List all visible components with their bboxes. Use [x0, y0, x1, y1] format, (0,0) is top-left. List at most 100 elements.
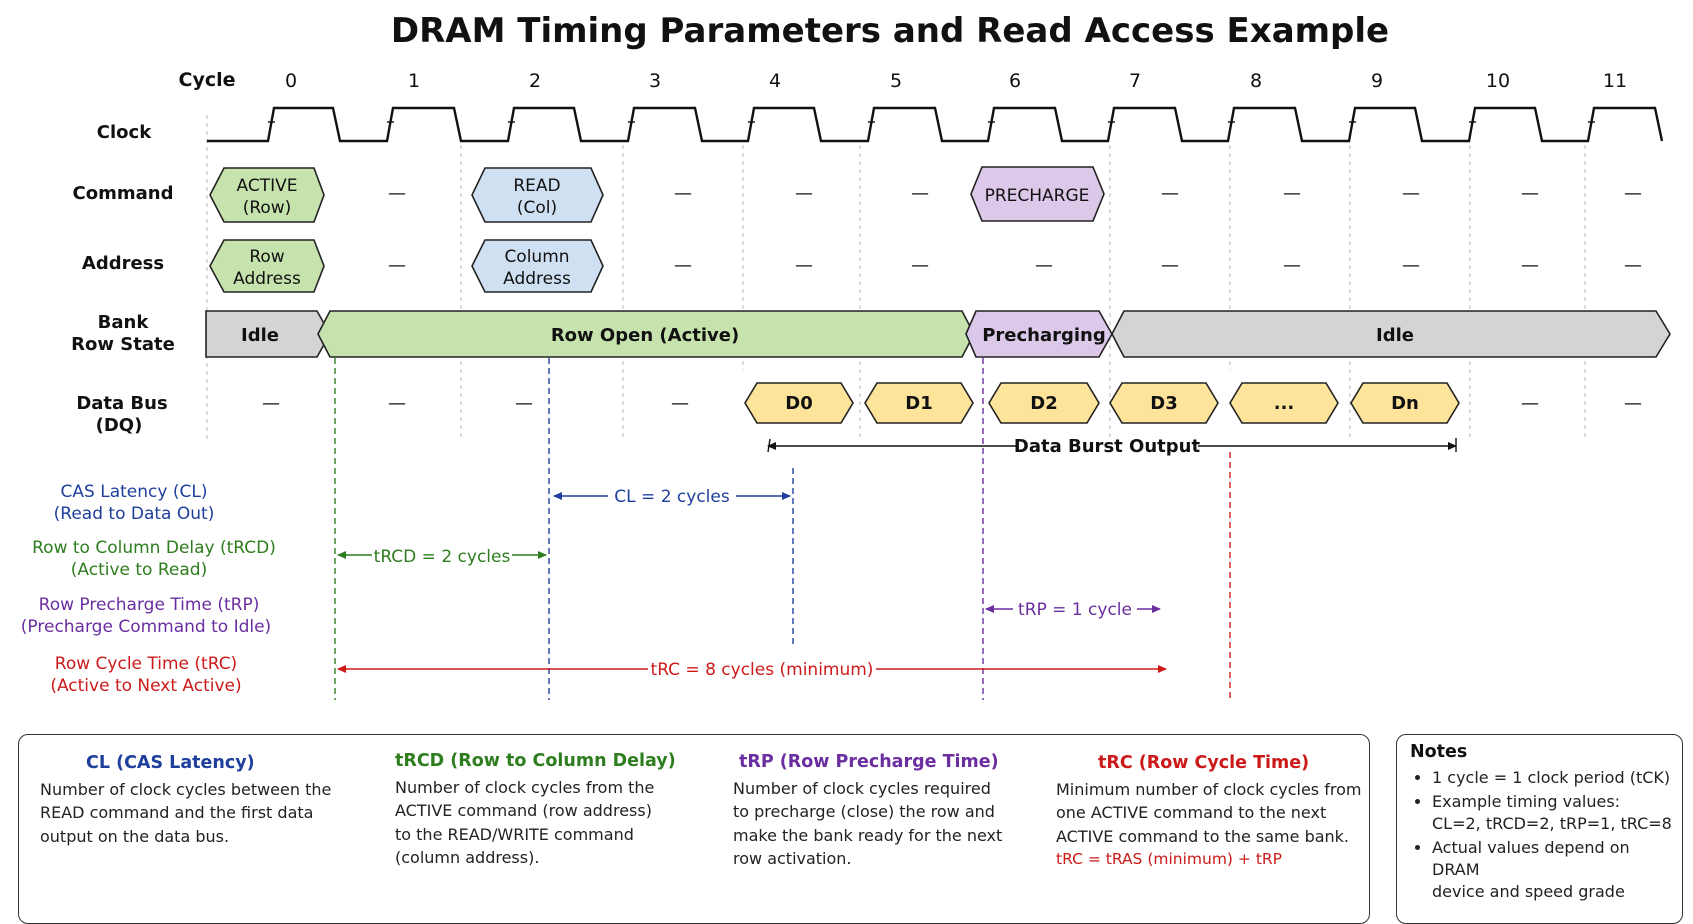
cycle-number: 0	[285, 70, 297, 92]
command-dash: —	[674, 183, 692, 204]
address-dash: —	[1035, 255, 1053, 276]
cycle-numbers: 0 1 2 3 4 5 6 7 8 9 10 11	[285, 70, 1627, 92]
definition-trc-line: one ACTIVE command to the next	[1056, 803, 1327, 822]
data-burst-d3: D3	[1109, 382, 1219, 424]
definition-cl-line: output on the data bus.	[40, 826, 230, 846]
definition-trcd-title: tRCD (Row to Column Delay)	[395, 751, 676, 771]
row-label-clock: Clock	[97, 122, 152, 143]
param-trcd-title: Row to Column Delay (tRCD)	[32, 538, 276, 558]
data-dash: —	[1624, 393, 1642, 414]
data-dash: —	[388, 393, 406, 414]
command-active-pill: ACTIVE (Row)	[209, 167, 325, 223]
address-column-pill: Column Address	[471, 239, 604, 293]
cycle-number: 1	[408, 70, 420, 92]
definition-trc-line: ACTIVE command to the same bank.	[1056, 826, 1350, 846]
timing-reference-lines	[334, 358, 1231, 700]
data-dash: —	[671, 393, 689, 414]
definition-cl-line: Number of clock cycles between the	[40, 779, 332, 799]
cycle-number: 4	[769, 70, 781, 92]
notes-title: Notes	[1410, 742, 1468, 762]
cl-annotation: CL = 2 cycles	[553, 487, 791, 507]
command-read-label: READ	[513, 176, 560, 196]
definition-trp-line: to precharge (close) the row and	[733, 802, 995, 821]
data-dash: —	[515, 393, 533, 414]
command-active-sublabel: (Row)	[243, 198, 292, 218]
command-dash: —	[1624, 183, 1642, 204]
definition-trcd-line: (column address).	[395, 848, 540, 867]
data-dn-label: Dn	[1391, 393, 1419, 414]
definition-trcd: tRCD (Row to Column Delay) Number of clo…	[395, 750, 715, 870]
data-burst-d1: D1	[864, 382, 974, 424]
command-dash: —	[388, 183, 406, 204]
cycle-number: 11	[1603, 70, 1627, 92]
notes-item-text: CL=2, tRCD=2, tRP=1, tRC=8	[1432, 814, 1672, 833]
param-trc-subtitle: (Active to Next Active)	[50, 676, 241, 696]
notes-item: Example timing values: CL=2, tRCD=2, tRP=…	[1432, 791, 1678, 835]
notes-content: Notes 1 cycle = 1 clock period (tCK) Exa…	[1410, 741, 1678, 905]
notes-item-text: 1 cycle = 1 clock period (tCK)	[1432, 768, 1671, 787]
address-dash: —	[1521, 255, 1539, 276]
data-dash: —	[262, 393, 280, 414]
trcd-annotation: tRCD = 2 cycles	[337, 547, 547, 567]
definition-trcd-line: Number of clock cycles from the	[395, 777, 655, 797]
definition-trp-line: make the bank ready for the next	[733, 825, 1003, 845]
definitions-box	[18, 734, 1370, 924]
address-dash: —	[1402, 255, 1420, 276]
definition-trcd-line: ACTIVE command (row address)	[395, 801, 652, 820]
bank-idle2-label: Idle	[1376, 325, 1414, 346]
param-trp-title: Row Precharge Time (tRP)	[39, 595, 260, 615]
cycle-number: 8	[1250, 70, 1262, 92]
cycle-number: 9	[1371, 70, 1383, 92]
param-cl-subtitle: (Read to Data Out)	[54, 504, 215, 524]
cycle-number: 3	[649, 70, 661, 92]
notes-item-text: Example timing values:	[1432, 792, 1621, 811]
data-d0-label: D0	[785, 393, 812, 414]
command-dash: —	[1283, 183, 1301, 204]
data-d2-label: D2	[1030, 393, 1057, 414]
data-dots-label: ...	[1274, 393, 1295, 414]
bank-state-idle: Idle	[205, 310, 331, 358]
bank-state-precharging: Precharging	[965, 310, 1113, 358]
data-burst-dn: Dn	[1350, 382, 1460, 424]
bank-state-row-open: Row Open (Active)	[317, 310, 975, 358]
trcd-annotation-label: tRCD = 2 cycles	[374, 547, 511, 567]
row-label-dq: (DQ)	[96, 415, 143, 436]
clock-waveform	[207, 106, 1664, 143]
data-burst-d2: D2	[988, 382, 1100, 424]
notes-item: 1 cycle = 1 clock period (tCK)	[1432, 767, 1678, 789]
definition-cl-title: CL (CAS Latency)	[86, 753, 255, 773]
address-column-label: Column	[504, 247, 569, 267]
definition-trc: tRC (Row Cycle Time) Minimum number of c…	[1056, 752, 1366, 872]
command-dash: —	[1402, 183, 1420, 204]
command-active-label: ACTIVE	[237, 176, 298, 196]
notes-item-text: device and speed grade	[1432, 882, 1625, 901]
param-cl-title: CAS Latency (CL)	[61, 482, 208, 502]
notes-item: Actual values depend on DRAM device and s…	[1432, 837, 1678, 903]
trc-annotation-label: tRC = 8 cycles (minimum)	[651, 660, 874, 680]
param-trc-title: Row Cycle Time (tRC)	[55, 654, 237, 674]
trc-annotation: tRC = 8 cycles (minimum)	[337, 660, 1167, 680]
address-column-sublabel: Address	[503, 269, 571, 289]
command-dash: —	[911, 183, 929, 204]
definition-trcd-line: to the READ/WRITE command	[395, 824, 634, 844]
param-trp-subtitle: (Precharge Command to Idle)	[21, 617, 271, 637]
bank-precharging-label: Precharging	[982, 325, 1106, 346]
address-dash: —	[674, 255, 692, 276]
address-row-label: Row	[249, 247, 284, 267]
notes-item-text: Actual values depend on DRAM	[1432, 838, 1630, 879]
address-dash: —	[1283, 255, 1301, 276]
definition-trp-line: Number of clock cycles required	[733, 778, 991, 798]
definition-trp-title: tRP (Row Precharge Time)	[739, 752, 999, 772]
trp-annotation-label: tRP = 1 cycle	[1018, 600, 1132, 620]
row-label-data-bus: Data Bus	[76, 393, 167, 414]
data-burst-ellipsis: ...	[1229, 382, 1339, 424]
data-dash: —	[1521, 393, 1539, 414]
command-dash: —	[1161, 183, 1179, 204]
address-dash: —	[388, 255, 406, 276]
data-burst-label: Data Burst Output	[1014, 436, 1201, 457]
definition-trc-title: tRC (Row Cycle Time)	[1098, 753, 1310, 773]
page-title: DRAM Timing Parameters and Read Access E…	[391, 11, 1389, 51]
definition-cl: CL (CAS Latency) Number of clock cycles …	[40, 752, 360, 848]
definition-trp-line: row activation.	[733, 849, 852, 868]
cycle-header-label: Cycle	[179, 69, 236, 91]
